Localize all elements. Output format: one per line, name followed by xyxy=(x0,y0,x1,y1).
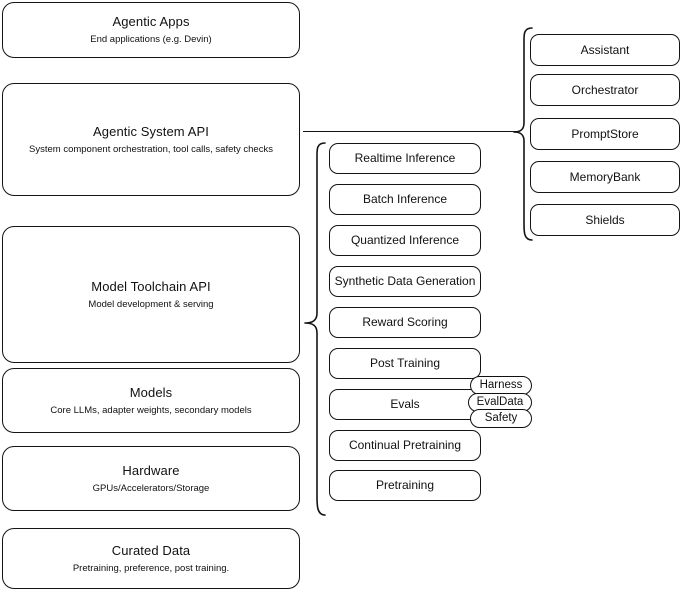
capability-label: Post Training xyxy=(369,356,441,370)
capability-label: Reward Scoring xyxy=(362,315,448,329)
component-label: Assistant xyxy=(580,42,630,57)
layer-title: Curated Data xyxy=(111,542,191,558)
capability-label: Realtime Inference xyxy=(354,151,456,165)
layer-subtitle: End applications (e.g. Devin) xyxy=(90,34,212,45)
layer-agentic-apps[interactable]: Agentic Apps End applications (e.g. Devi… xyxy=(2,2,300,58)
capability-label: Synthetic Data Generation xyxy=(334,274,476,288)
capability-pretraining[interactable]: Pretraining xyxy=(329,470,481,501)
capability-label: Quantized Inference xyxy=(350,233,460,247)
layer-title: Hardware xyxy=(122,462,180,478)
layer-title: Models xyxy=(129,384,173,400)
layer-title: Agentic Apps xyxy=(112,14,190,29)
capability-realtime-inference[interactable]: Realtime Inference xyxy=(329,143,481,174)
capability-label: Pretraining xyxy=(375,478,435,492)
capability-label: Evals xyxy=(390,397,420,411)
layer-subtitle: Model development & serving xyxy=(88,298,214,310)
layer-subtitle: Pretraining, preference, post training. xyxy=(72,562,230,574)
capability-batch-inference[interactable]: Batch Inference xyxy=(329,184,481,215)
capability-evals[interactable]: Evals xyxy=(329,389,481,420)
component-shields[interactable]: Shields xyxy=(530,204,680,236)
layer-subtitle: GPUs/Accelerators/Storage xyxy=(92,482,210,494)
badge-label: EvalData xyxy=(476,396,524,408)
component-promptstore[interactable]: PromptStore xyxy=(530,118,680,150)
layer-agentic-system-api[interactable]: Agentic System API System component orch… xyxy=(2,83,300,196)
connector-line-system-api xyxy=(303,131,518,133)
layer-subtitle: System component orchestration, tool cal… xyxy=(29,143,273,155)
component-label: Orchestrator xyxy=(571,82,639,97)
layer-curated-data[interactable]: Curated Data Pretraining, preference, po… xyxy=(2,528,300,589)
component-label: Shields xyxy=(585,212,625,227)
toolchain-group-brace xyxy=(303,141,327,517)
layer-title: Model Toolchain API xyxy=(91,278,211,294)
layer-models[interactable]: Models Core LLMs, adapter weights, secon… xyxy=(2,368,300,433)
component-label: PromptStore xyxy=(571,126,639,141)
capability-continual-pretraining[interactable]: Continual Pretraining xyxy=(329,430,481,461)
badge-safety[interactable]: Safety xyxy=(470,409,532,428)
layer-model-toolchain-api[interactable]: Model Toolchain API Model development & … xyxy=(2,226,300,363)
capability-synthetic-data-generation[interactable]: Synthetic Data Generation xyxy=(329,266,481,297)
capability-quantized-inference[interactable]: Quantized Inference xyxy=(329,225,481,256)
component-orchestrator[interactable]: Orchestrator xyxy=(530,74,680,106)
component-label: MemoryBank xyxy=(569,169,641,184)
layer-title: Agentic System API xyxy=(93,123,209,139)
badge-evaldata[interactable]: EvalData xyxy=(468,393,532,412)
system-components-group-brace xyxy=(512,26,534,244)
layer-subtitle: Core LLMs, adapter weights, secondary mo… xyxy=(50,404,252,416)
capability-reward-scoring[interactable]: Reward Scoring xyxy=(329,307,481,338)
badge-label: Harness xyxy=(479,379,523,391)
layer-hardware[interactable]: Hardware GPUs/Accelerators/Storage xyxy=(2,446,300,511)
component-memorybank[interactable]: MemoryBank xyxy=(530,161,680,193)
capability-post-training[interactable]: Post Training xyxy=(329,348,481,379)
component-assistant[interactable]: Assistant xyxy=(530,34,680,66)
badge-label: Safety xyxy=(484,412,518,424)
capability-label: Continual Pretraining xyxy=(348,438,462,452)
capability-label: Batch Inference xyxy=(362,192,448,206)
